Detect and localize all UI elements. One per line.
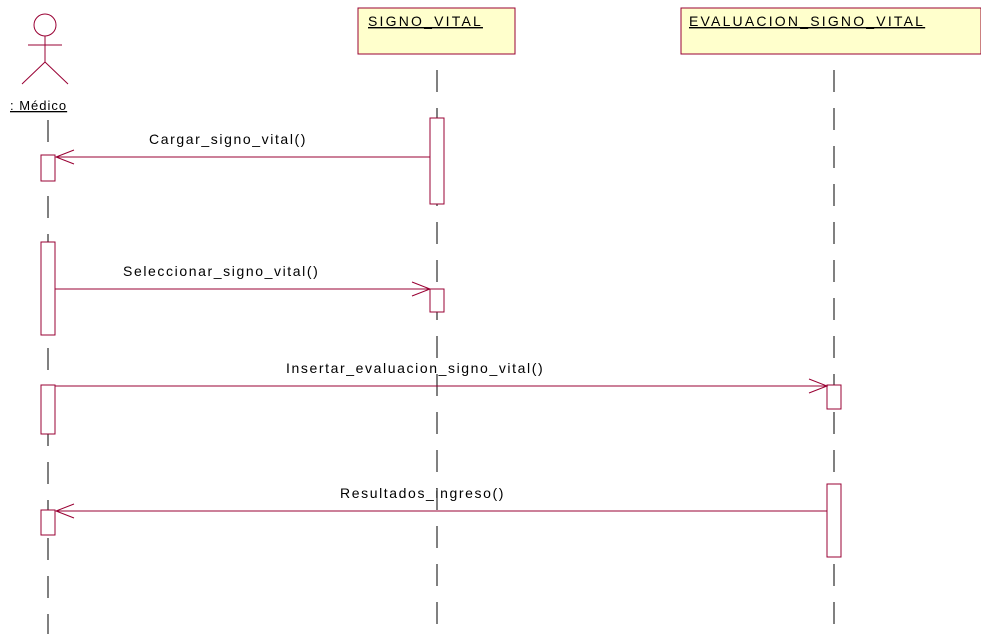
arrowhead-insertar-evaluacion [808, 378, 829, 394]
actor-head [33, 13, 57, 37]
arrowhead-cargar-signo-vital [54, 149, 75, 165]
activation-medico-2 [40, 241, 56, 336]
object-box-signo-vital[interactable] [357, 7, 516, 55]
object-box-evaluacion-signo-vital[interactable] [680, 7, 981, 55]
activation-medico-1 [40, 154, 56, 182]
activation-signo-vital-1 [429, 117, 445, 205]
message-label-cargar-signo-vital: Cargar_signo_vital() [149, 131, 307, 147]
activation-medico-3 [40, 384, 56, 435]
object-label-evaluacion-signo-vital: EVALUACION_SIGNO_VITAL [689, 13, 925, 29]
actor-medico[interactable] [21, 13, 69, 85]
message-label-seleccionar-signo-vital: Seleccionar_signo_vital() [123, 263, 319, 279]
arrowhead-seleccionar-signo-vital [411, 281, 432, 297]
activation-signo-vital-2 [429, 288, 445, 313]
actor-left-leg [21, 61, 46, 85]
actor-right-leg [44, 61, 69, 85]
object-label-signo-vital: SIGNO_VITAL [368, 13, 483, 29]
activation-evaluacion-2 [826, 483, 842, 558]
actor-label: : Médico [10, 98, 67, 113]
activation-medico-4 [40, 509, 56, 536]
message-label-insertar-evaluacion: Insertar_evaluacion_signo_vital() [286, 360, 544, 376]
message-label-resultados-ingreso: Resultados_ingreso() [340, 485, 505, 501]
activation-evaluacion-1 [826, 384, 842, 410]
arrowhead-resultados-ingreso [54, 503, 75, 519]
